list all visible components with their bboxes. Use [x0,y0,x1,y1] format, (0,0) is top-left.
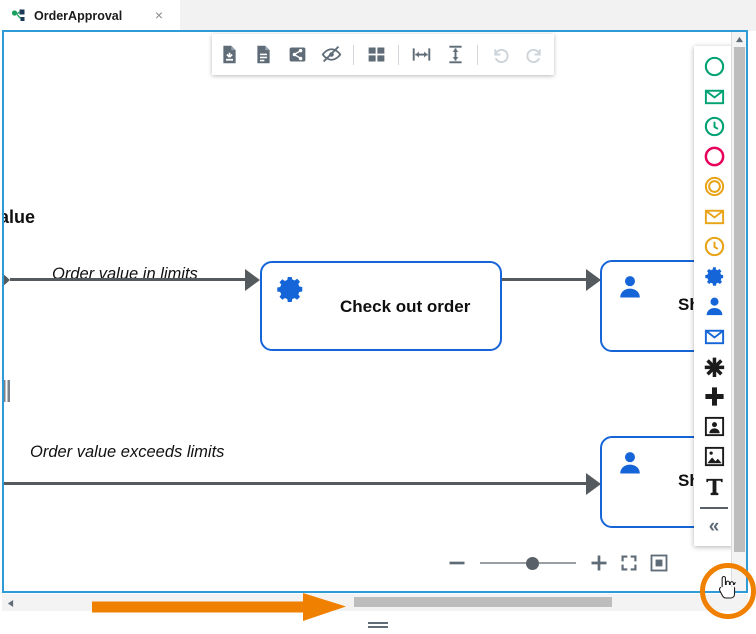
arrowhead-3 [586,473,601,495]
vertical-scrollbar[interactable] [731,32,746,591]
diagram-editor: alue Order value in limits Check out ord… [2,30,748,593]
palette-send-task[interactable] [694,321,734,351]
palette-end-event[interactable] [694,141,734,171]
tab-bar: OrderApproval × [0,0,756,31]
open-document-button[interactable] [246,34,280,75]
diagram-canvas[interactable]: alue Order value in limits Check out ord… [4,32,746,591]
palette-text-annotation[interactable] [694,471,734,501]
redo-button[interactable] [517,34,551,75]
window-resize-grip[interactable] [368,616,388,628]
edge-label-order-value-in-limits: Order value in limits [52,265,198,283]
scroll-left-icon[interactable] [4,597,16,609]
center-view-button[interactable] [644,549,674,577]
toolbar-separator-3 [477,44,478,65]
zoom-out-button[interactable] [442,549,472,577]
vertical-scrollbar-thumb[interactable] [734,47,745,552]
chevron-double-left-icon: « [708,515,720,537]
scroll-up-icon[interactable] [732,32,746,46]
palette-collapse-button[interactable]: « [694,511,734,541]
connector-1 [10,278,250,281]
palette-start-event[interactable] [694,51,734,81]
palette-gateway-complex[interactable] [694,351,734,381]
node-label-check-out-order: Check out order [340,297,471,316]
clipped-node-label: alue [4,207,36,227]
eye-off-icon[interactable] [314,34,348,75]
person-icon [616,449,644,482]
diagram-toolbar [212,34,554,75]
shape-palette: « [694,46,734,546]
incoming-arrow-stub-1 [4,271,10,289]
distribute-vertical-button[interactable] [438,34,472,75]
export-document-button[interactable] [212,34,246,75]
palette-timer-intermediate-event[interactable] [694,231,734,261]
palette-gateway-parallel[interactable] [694,381,734,411]
palette-separator [700,507,728,509]
arrowhead-2 [586,269,601,291]
zoom-in-button[interactable] [584,549,614,577]
palette-user-task[interactable] [694,291,734,321]
edge-label-order-value-exceeds-limits: Order value exceeds limits [30,443,225,461]
palette-intermediate-event[interactable] [694,171,734,201]
zoom-slider[interactable] [480,556,576,570]
arrowhead-1 [245,269,260,291]
fit-to-screen-button[interactable] [614,549,644,577]
palette-message-intermediate-event[interactable] [694,201,734,231]
layout-grid-button[interactable] [359,34,393,75]
palette-pool[interactable] [694,411,734,441]
horizontal-scrollbar[interactable] [2,594,748,611]
undo-button[interactable] [483,34,517,75]
toolbar-separator-2 [398,44,399,65]
node-check-out-order[interactable]: Check out order [260,261,502,351]
palette-message-start-event[interactable] [694,81,734,111]
left-resize-handle[interactable] [4,380,11,402]
tab-label: OrderApproval [34,8,123,23]
share-button[interactable] [280,34,314,75]
palette-timer-start-event[interactable] [694,111,734,141]
person-icon [616,273,644,306]
distribute-horizontal-button[interactable] [404,34,438,75]
tab-order-approval[interactable]: OrderApproval × [0,0,180,31]
palette-image[interactable] [694,441,734,471]
connector-2 [502,278,588,281]
horizontal-scrollbar-thumb[interactable] [354,597,612,607]
gear-icon [276,274,306,309]
close-icon[interactable]: × [154,7,164,23]
toolbar-separator-1 [353,44,354,65]
palette-service-task[interactable] [694,261,734,291]
zoom-slider-handle[interactable] [526,556,540,570]
zoom-controls [442,549,700,577]
connector-3 [4,482,590,485]
diagram-icon [11,8,27,24]
